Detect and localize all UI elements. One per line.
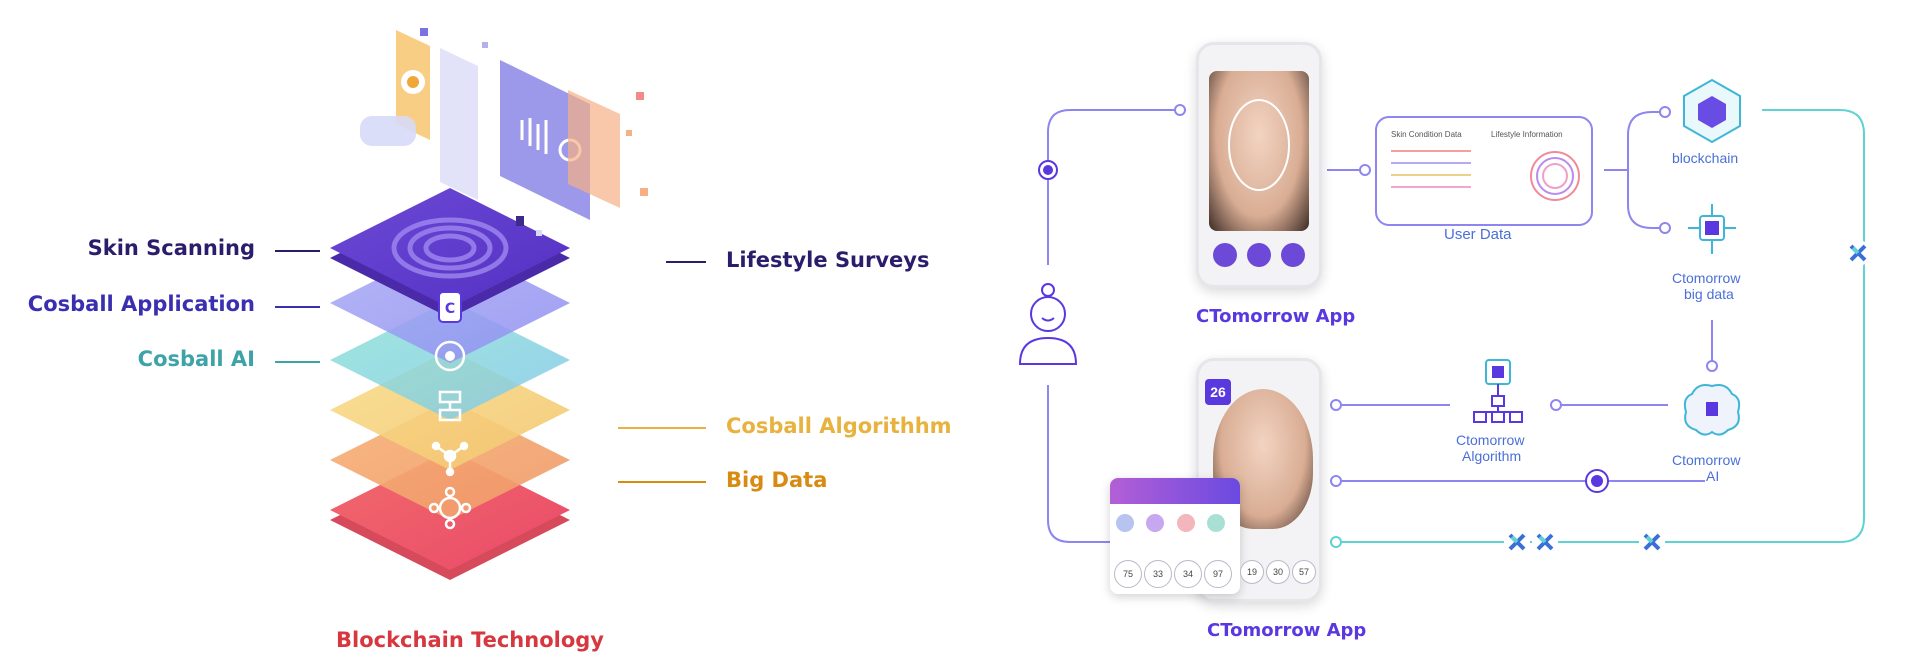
lifestyle-surveys-label: Lifestyle Surveys [726,248,930,272]
top-app-phone [1196,42,1322,288]
blockchain-technology-label: Blockchain Technology [336,628,604,652]
blockchain-node-icon [1683,78,1741,144]
score-circle-2: 33 [1144,560,1172,588]
layer-stack-illustration: C [330,28,648,580]
skin-scanning-label: Skin Scanning [87,236,255,260]
score-circle-1: 75 [1114,560,1142,588]
result-overlay-card: 75 33 34 97 [1110,478,1240,594]
blockchain-node-label: blockchain [1672,150,1739,166]
score-circle-6: 30 [1266,560,1290,584]
skin-condition-title: Skin Condition Data [1391,130,1462,139]
cosball-application-label: Cosball Application [27,292,255,316]
score-circle-3: 34 [1174,560,1202,588]
lifestyle-ring-chart [1530,151,1580,201]
floating-ui-panels [360,28,648,236]
score-circle-5: 19 [1240,560,1264,584]
bottom-app-label: CTomorrow App [1207,620,1367,641]
link-token-icon-bottom-3 [1639,529,1665,555]
phone1-button-2[interactable] [1247,243,1271,267]
phone1-button-1[interactable] [1213,243,1237,267]
user-avatar-icon [1018,283,1078,365]
face-scan-outline [1228,99,1290,191]
link-token-icon-bottom-1 [1504,529,1530,555]
user-data-label: User Data [1444,226,1512,243]
ai-node-label-2: AI [1706,468,1720,484]
algorithm-node-icon [1473,359,1523,423]
big-data-node-label-2: big data [1684,286,1734,302]
phone2-score-row: 19 30 57 [1240,560,1316,590]
skin-scanning-layer [330,188,570,318]
bottom-app-phone: 26 [1196,358,1322,602]
stack-label-connectors [275,250,706,483]
phone1-button-3[interactable] [1281,243,1305,267]
network-icon [431,441,469,477]
ai-node-label-1: Ctomorrow [1672,452,1741,468]
cosball-ai-label: Cosball AI [137,347,255,371]
big-data-label: Big Data [726,468,828,492]
cosball-algorithm-label: Cosball Algorithhm [726,414,952,438]
score-pills [1116,514,1234,534]
phone-icon: C [438,291,462,323]
lifestyle-info-title: Lifestyle Information [1491,130,1563,139]
skin-data-bars [1391,150,1471,188]
algorithm-node-label-1: Ctomorrow [1456,432,1525,448]
brain-icon [434,340,466,372]
score-circle-4: 97 [1204,560,1232,588]
user-data-card: Skin Condition Data Lifestyle Informatio… [1375,116,1593,226]
ai-brain-node-icon [1683,384,1741,436]
algorithm-node-label-2: Algorithm [1462,448,1522,464]
face-image-1 [1209,71,1309,231]
blockchain-cube-icon [428,486,472,530]
link-token-icon-bottom-2 [1532,529,1558,555]
result-header [1110,478,1240,504]
svg-text:C: C [445,301,455,317]
score-circle-7: 57 [1292,560,1316,584]
top-app-label: CTomorrow App [1196,306,1356,327]
link-token-icon-right [1845,240,1871,266]
big-data-node-icon [1688,204,1736,254]
flowchart-icon [438,390,462,422]
big-data-node-label-1: Ctomorrow [1672,270,1741,286]
score-badge: 26 [1205,379,1231,405]
